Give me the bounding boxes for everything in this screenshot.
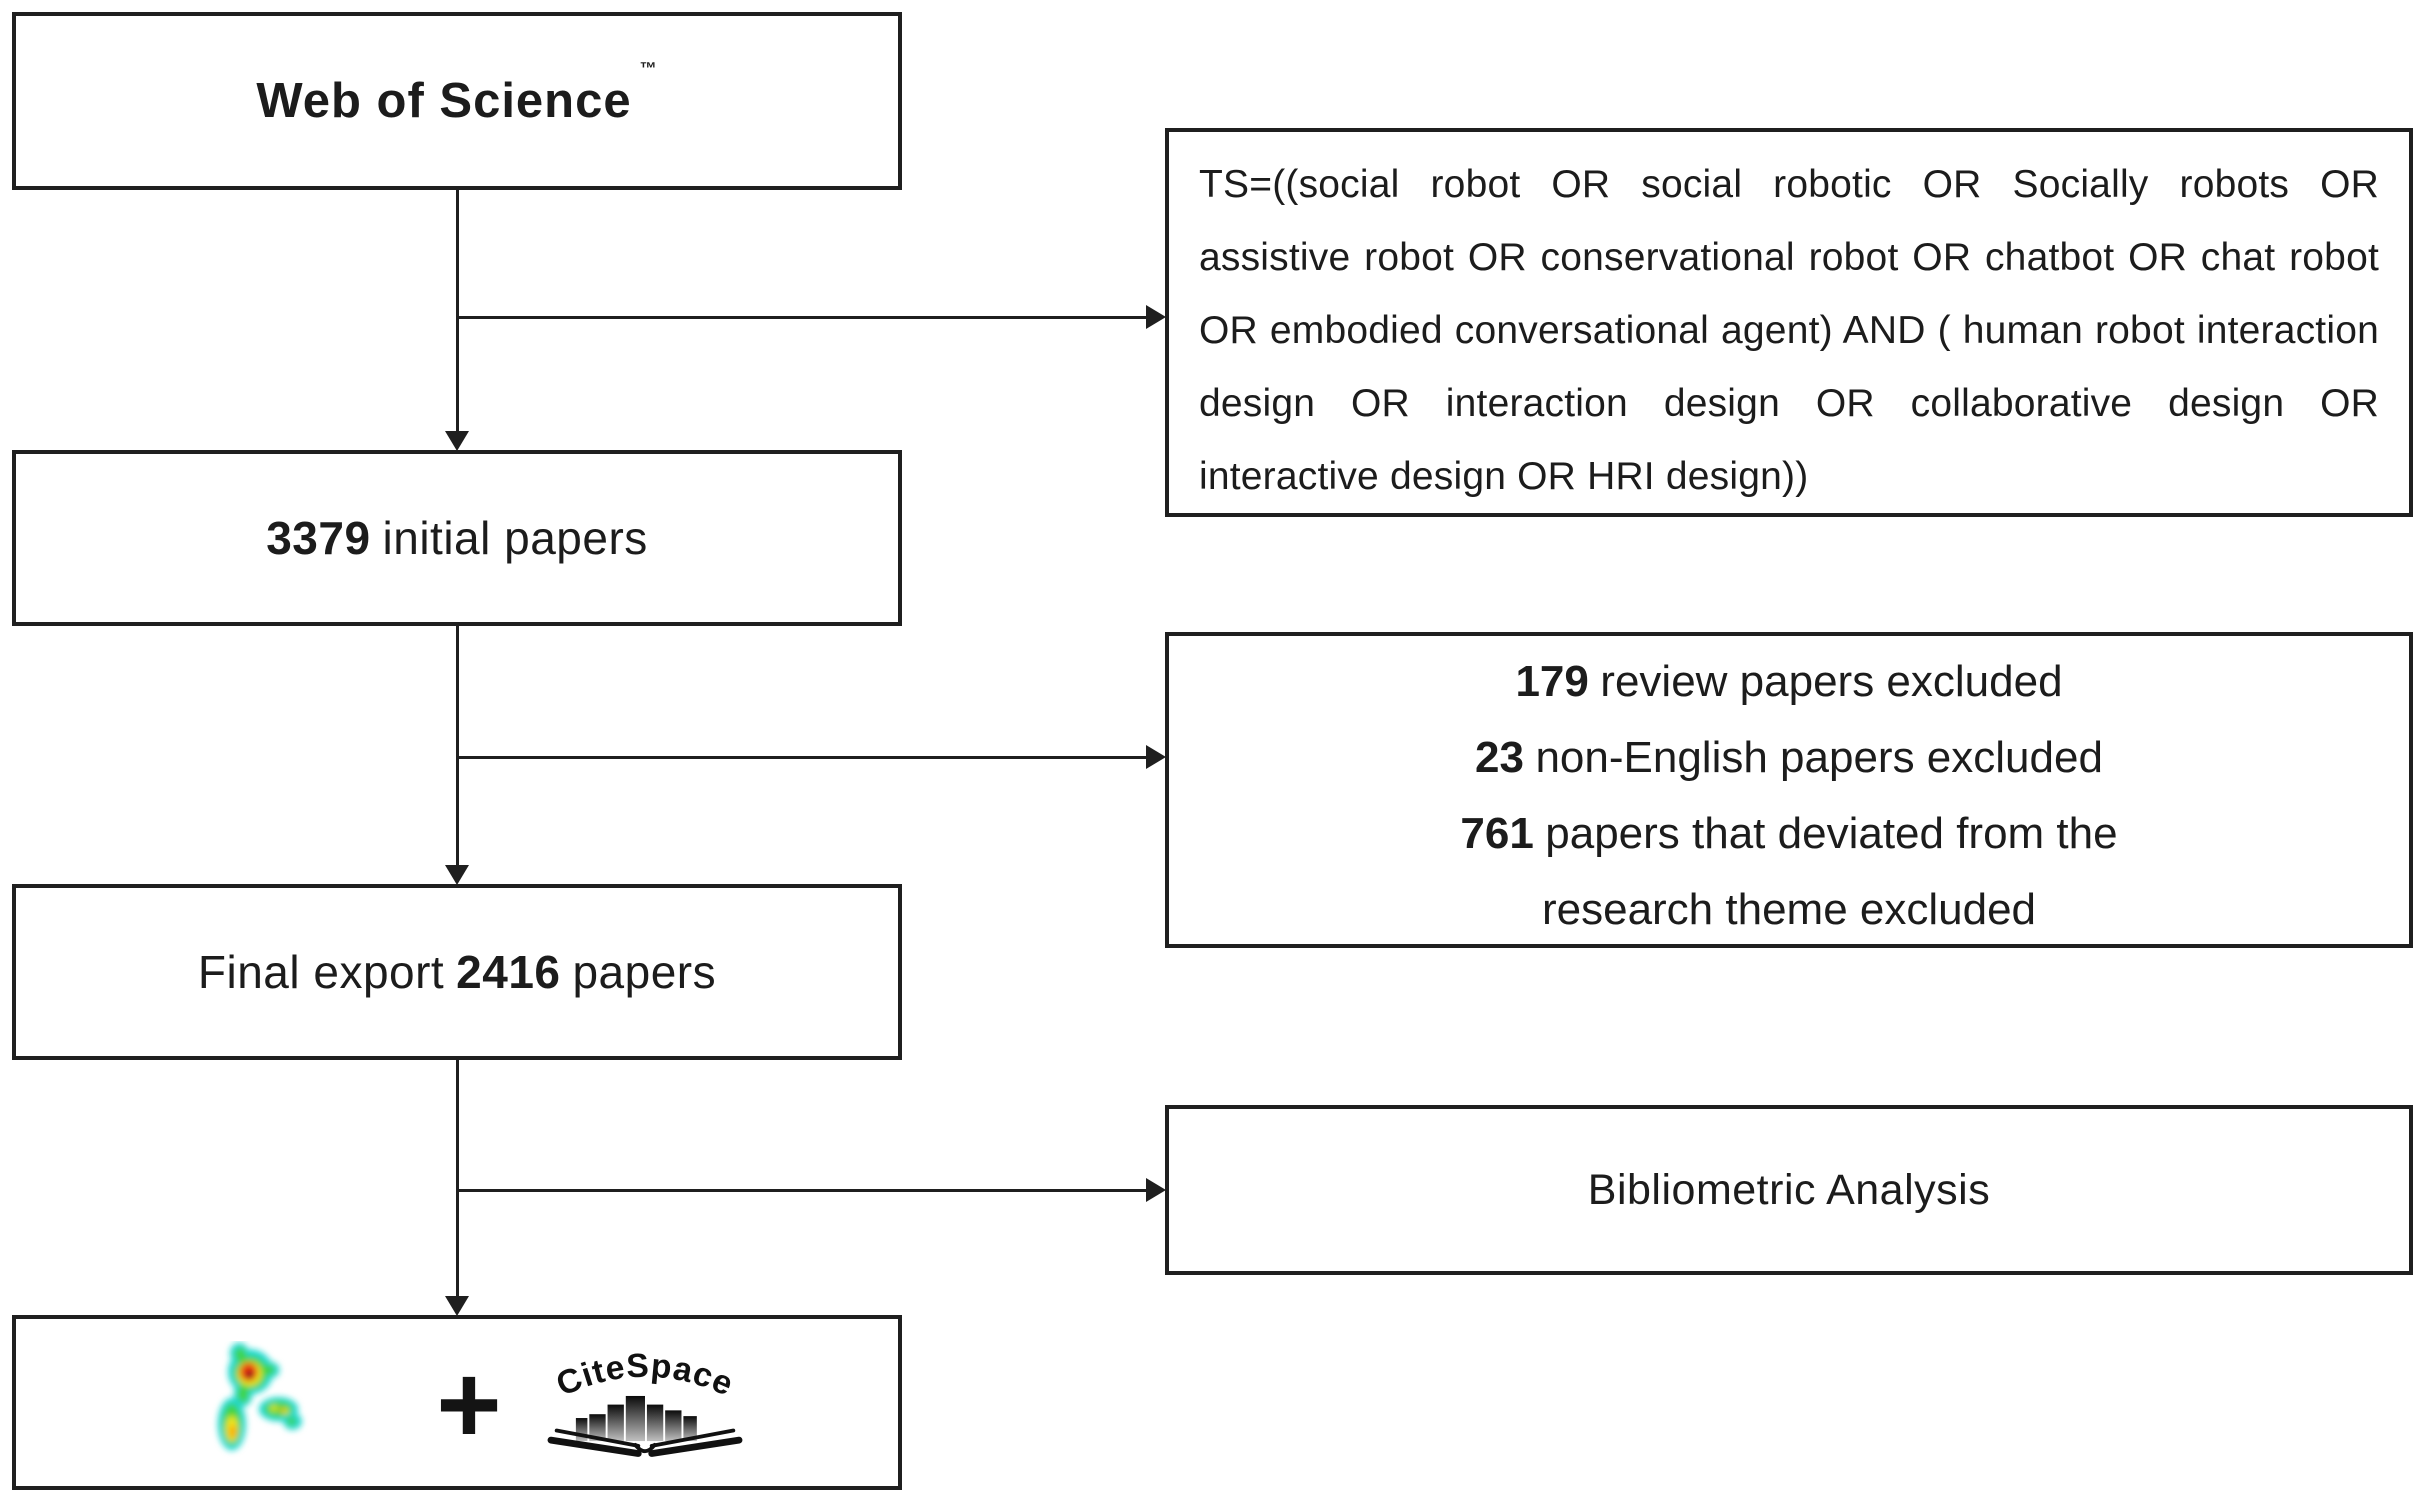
search-query-text: TS=((social robot OR social robotic OR S… [1199,163,2379,498]
exclusion-text-continued: research theme excluded [1541,885,2037,934]
vosviewer-density-icon [217,1342,302,1451]
trademark-symbol: ™ [639,59,658,78]
final-export-count: 2416 [456,946,561,998]
connector-line [456,190,459,433]
plus-icon: + [436,1342,502,1467]
box-search-query: TS=((social robot OR social robotic OR S… [1165,128,2413,517]
connector-line [458,316,1147,319]
final-export-prefix: Final export [197,946,445,998]
citespace-logo: CiteSpace [547,1347,743,1457]
svg-text:CiteSpace: CiteSpace [551,1347,739,1403]
connector-line [458,1189,1147,1192]
web-of-science-title: Web of Science ™ [256,59,657,129]
final-export-suffix: papers [572,946,717,998]
box-analysis-tools: + CiteSpace [12,1315,902,1490]
citespace-open-book [547,1428,743,1457]
initial-papers-text: initial papers [382,512,648,564]
box-bibliometric-analysis: Bibliometric Analysis [1165,1105,2413,1275]
citespace-wordmark: CiteSpace [551,1347,738,1403]
box-web-of-science: Web of Science ™ [12,12,902,190]
arrow-right-icon [1146,305,1166,329]
bibliometric-analysis-label: Bibliometric Analysis [1587,1165,1991,1214]
exclusion-count: 761 [1460,809,1534,858]
connector-line [458,756,1147,759]
arrow-down-icon [445,1296,469,1316]
exclusion-text: review papers excluded [1600,657,2063,706]
exclusion-text: non-English papers excluded [1535,733,2103,782]
arrow-down-icon [445,865,469,885]
citespace-bars [575,1395,697,1442]
exclusion-count: 179 [1515,657,1589,706]
exclusion-count: 23 [1475,733,1524,782]
connector-line [456,626,459,867]
connector-line [456,1060,459,1298]
exclusion-text: papers that deviated from the [1545,809,2118,858]
initial-papers-count: 3379 [266,512,371,564]
arrow-down-icon [445,431,469,451]
web-of-science-label: Web of Science [256,74,632,128]
arrow-right-icon [1146,745,1166,769]
arrow-right-icon [1146,1178,1166,1202]
